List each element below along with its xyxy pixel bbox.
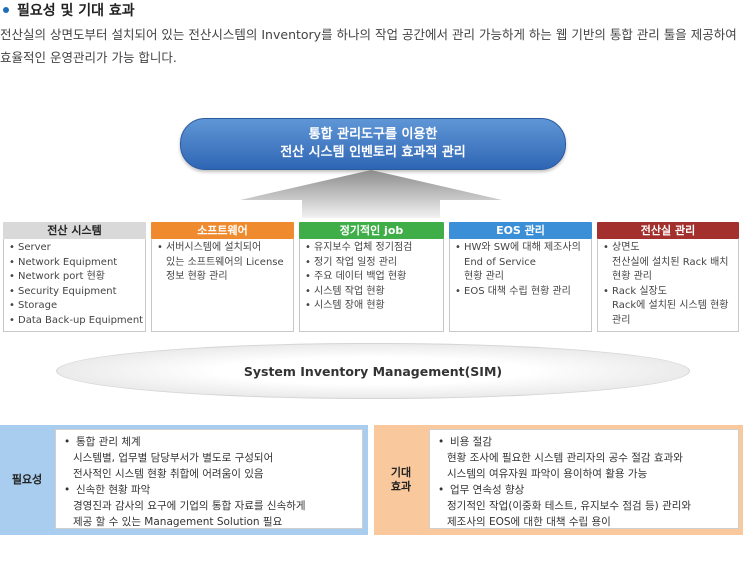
effect-item-title: 업무 연속성 향상 — [436, 482, 738, 498]
category-body: 유지보수 업체 정기점검정기 작업 일정 관리주요 데이터 백업 현황시스템 작… — [299, 239, 444, 332]
section-title-text: 필요성 및 기대 효과 — [17, 3, 135, 19]
category-item: 정기 작업 일정 관리 — [304, 256, 443, 271]
category-column: 소프트웨어서버시스템에 설치되어 있는 소프트웨어의 License 정보 현황… — [151, 222, 294, 332]
effect-panel: 기대 효과 비용 절감 현황 조사에 필요한 시스템 관리자의 공수 절감 효과… — [374, 425, 743, 535]
necessity-label: 필요성 — [11, 473, 43, 486]
category-title: 전산실 관리 — [597, 222, 739, 239]
effect-item: 비용 절감 현황 조사에 필요한 시스템 관리자의 공수 절감 효과와 시스템의… — [436, 434, 738, 482]
necessity-item: 통합 관리 체계 시스템별, 업무별 담당부서가 별도로 구성되어 전사적인 시… — [62, 434, 362, 482]
category-title: 정기적인 job — [299, 222, 444, 239]
category-title: 소프트웨어 — [151, 222, 294, 239]
necessity-item-title: 신속한 현황 파악 — [62, 482, 362, 498]
category-column: 전산 시스템ServerNetwork EquipmentNetwork por… — [3, 222, 146, 332]
category-item: Data Back-up Equipment — [8, 314, 145, 329]
section-description: 전산실의 상면도부터 설치되어 있는 전산시스템의 Inventory를 하나의… — [0, 27, 737, 65]
goal-line-2: 전산 시스템 인벤토리 효과적 관리 — [280, 145, 466, 160]
necessity-item: 신속한 현황 파악 경영진과 감사의 요구에 기업의 통합 자료를 신속하게 제… — [62, 482, 362, 530]
category-item: Rack 실장도 Rack에 설치된 시스템 현황 관리 — [602, 285, 738, 329]
necessity-item-text: 시스템별, 업무별 담당부서가 별도로 구성되어 전사적인 시스템 현황 취합에… — [73, 452, 274, 480]
category-item: Network Equipment — [8, 256, 145, 271]
sim-label: System Inventory Management(SIM) — [243, 363, 503, 379]
category-body: 상면도 전산실에 설치된 Rack 배치 현황 관리Rack 실장도 Rack에… — [597, 239, 739, 332]
title-bullet-icon — [3, 7, 9, 13]
category-body: ServerNetwork EquipmentNetwork port 현황Se… — [3, 239, 146, 332]
category-item: 시스템 장애 현황 — [304, 299, 443, 314]
goal-line-1: 통합 관리도구를 이용한 — [308, 127, 438, 142]
sim-platform: System Inventory Management(SIM) — [56, 343, 690, 399]
category-item: HW와 SW에 대해 제조사의 End of Service 현황 관리 — [454, 241, 591, 285]
category-body: HW와 SW에 대해 제조사의 End of Service 현황 관리EOS … — [449, 239, 592, 332]
category-body: 서버시스템에 설치되어 있는 소프트웨어의 License 정보 현황 관리 — [151, 239, 294, 332]
effect-item-text: 현황 조사에 필요한 시스템 관리자의 공수 절감 효과와 시스템의 여유자원 … — [447, 452, 683, 480]
category-item: Server — [8, 241, 145, 256]
upward-arrow-icon — [240, 170, 502, 218]
category-title: EOS 관리 — [449, 222, 592, 239]
category-item: Security Equipment — [8, 285, 145, 300]
effect-label: 기대 효과 — [390, 466, 412, 493]
effect-content: 비용 절감 현황 조사에 필요한 시스템 관리자의 공수 절감 효과와 시스템의… — [429, 429, 739, 529]
category-item: 주요 데이터 백업 현황 — [304, 270, 443, 285]
category-item: 유지보수 업체 정기점검 — [304, 241, 443, 256]
category-column: 정기적인 job유지보수 업체 정기점검정기 작업 일정 관리주요 데이터 백업… — [299, 222, 444, 332]
necessity-item-title: 통합 관리 체계 — [62, 434, 362, 450]
necessity-panel: 필요성 통합 관리 체계 시스템별, 업무별 담당부서가 별도로 구성되어 전사… — [0, 425, 368, 535]
section-title: 필요성 및 기대 효과 — [0, 0, 135, 20]
integrated-management-goal: 통합 관리도구를 이용한 전산 시스템 인벤토리 효과적 관리 — [180, 118, 566, 170]
category-item: Storage — [8, 299, 145, 314]
category-item: 상면도 전산실에 설치된 Rack 배치 현황 관리 — [602, 241, 738, 285]
category-item: 서버시스템에 설치되어 있는 소프트웨어의 License 정보 현황 관리 — [156, 241, 293, 285]
effect-item-title: 비용 절감 — [436, 434, 738, 450]
category-title: 전산 시스템 — [3, 222, 146, 239]
category-item: 시스템 작업 현황 — [304, 285, 443, 300]
necessity-content: 통합 관리 체계 시스템별, 업무별 담당부서가 별도로 구성되어 전사적인 시… — [55, 429, 363, 529]
effect-item-text: 정기적인 작업(이중화 테스트, 유지보수 점검 등) 관리와 제조사의 EOS… — [447, 500, 692, 528]
category-column: 전산실 관리상면도 전산실에 설치된 Rack 배치 현황 관리Rack 실장도… — [597, 222, 739, 332]
category-column: EOS 관리HW와 SW에 대해 제조사의 End of Service 현황 … — [449, 222, 592, 332]
necessity-item-text: 경영진과 감사의 요구에 기업의 통합 자료를 신속하게 제공 할 수 있는 M… — [73, 500, 306, 528]
effect-item: 업무 연속성 향상 정기적인 작업(이중화 테스트, 유지보수 점검 등) 관리… — [436, 482, 738, 530]
category-item: Network port 현황 — [8, 270, 145, 285]
category-item: EOS 대책 수립 현황 관리 — [454, 285, 591, 300]
